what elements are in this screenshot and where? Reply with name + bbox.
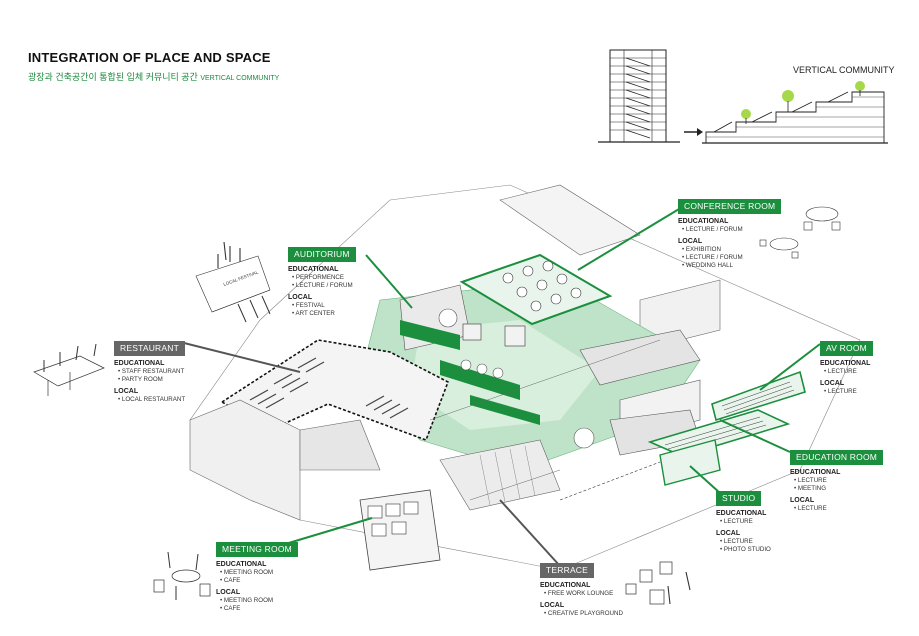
meeting-item: MEETING ROOM xyxy=(216,569,298,577)
callout-meeting-room: MEETING ROOM EDUCATIONAL MEETING ROOM CA… xyxy=(216,539,298,613)
terrace-educational-heading: EDUCATIONAL xyxy=(540,582,591,589)
studio-local-heading: LOCAL xyxy=(716,530,741,537)
meeting-item: CAFE xyxy=(216,577,298,585)
conference-item: LECTURE / FORUM xyxy=(678,226,781,234)
terrace-tag: TERRACE xyxy=(540,563,595,578)
terrace-item: FREE WORK LOUNGE xyxy=(540,590,623,598)
restaurant-educational-heading: EDUCATIONAL xyxy=(114,360,165,367)
callout-auditorium: AUDITORIUM EDUCATIONAL PERFORMENCE LECTU… xyxy=(288,244,356,318)
av-item: LECTURE xyxy=(820,368,873,376)
subtitle-korean: 광장과 건축공간이 통합된 입체 커뮤니티 공간 xyxy=(28,72,198,82)
studio-item: PHOTO STUDIO xyxy=(716,546,771,554)
restaurant-tag: RESTAURANT xyxy=(114,341,185,356)
building-axonometric xyxy=(189,184,861,571)
auditorium-item: ART CENTER xyxy=(288,310,356,318)
terrace-local-heading: LOCAL xyxy=(540,602,565,609)
auditorium-item: PERFORMENCE xyxy=(288,274,356,282)
inset-label: VERTICAL COMMUNITY xyxy=(793,65,895,75)
education-item: MEETING xyxy=(790,485,883,493)
meeting-vignette xyxy=(153,551,211,600)
terrace-item: CREATIVE PLAYGROUND xyxy=(540,610,623,618)
page-subtitle: 광장과 건축공간이 통합된 입체 커뮤니티 공간 VERTICAL COMMUN… xyxy=(28,70,279,83)
auditorium-local-heading: LOCAL xyxy=(288,294,313,301)
education-item: LECTURE xyxy=(790,477,883,485)
auditorium-item: FESTIVAL xyxy=(288,302,356,310)
conference-item: EXHIBITION xyxy=(678,246,781,254)
conference-item: LECTURE / FORUM xyxy=(678,254,781,262)
studio-item: LECTURE xyxy=(716,538,771,546)
auditorium-educational-heading: EDUCATIONAL xyxy=(288,266,339,273)
auditorium-item: LECTURE / FORUM xyxy=(288,282,356,290)
meeting-local-heading: LOCAL xyxy=(216,589,241,596)
auditorium-tag: AUDITORIUM xyxy=(288,247,356,262)
restaurant-item: PARTY ROOM xyxy=(114,376,185,384)
callout-conference-room: CONFERENCE ROOM EDUCATIONAL LECTURE / FO… xyxy=(678,196,782,270)
restaurant-item: LOCAL RESTAURANT xyxy=(114,396,185,404)
callout-terrace: TERRACE EDUCATIONAL FREE WORK LOUNGE LOC… xyxy=(540,560,623,618)
arrow-icon xyxy=(684,128,703,136)
callout-education-room: EDUCATION ROOM EDUCATIONAL LECTURE MEETI… xyxy=(790,447,884,513)
meeting-item: MEETING ROOM xyxy=(216,597,298,605)
av-local-heading: LOCAL xyxy=(820,380,845,387)
terrace-vignette xyxy=(625,561,691,605)
studio-item: LECTURE xyxy=(716,518,771,526)
callout-av-room: AV ROOM EDUCATIONAL LECTURE LOCAL LECTUR… xyxy=(820,338,873,396)
meeting-room-tag: MEETING ROOM xyxy=(216,542,298,557)
tree-icons xyxy=(741,81,865,124)
conference-vignette xyxy=(759,206,841,259)
av-educational-heading: EDUCATIONAL xyxy=(820,360,871,367)
studio-educational-heading: EDUCATIONAL xyxy=(716,510,767,517)
meeting-item: CAFE xyxy=(216,605,298,613)
education-local-heading: LOCAL xyxy=(790,497,815,504)
education-item: LECTURE xyxy=(790,505,883,513)
restaurant-item: STAFF RESTAURANT xyxy=(114,368,185,376)
education-room-tag: EDUCATION ROOM xyxy=(790,450,884,465)
conference-local-heading: LOCAL xyxy=(678,238,703,245)
conference-item: WEDDING HALL xyxy=(678,262,781,270)
restaurant-vignette xyxy=(33,343,105,396)
subtitle-english: VERTICAL COMMUNITY xyxy=(200,75,280,82)
education-educational-heading: EDUCATIONAL xyxy=(790,469,841,476)
conference-room-tag: CONFERENCE ROOM xyxy=(678,199,782,214)
studio-tag: STUDIO xyxy=(716,491,762,506)
restaurant-local-heading: LOCAL xyxy=(114,388,139,395)
conference-educational-heading: EDUCATIONAL xyxy=(678,218,729,225)
page-title: INTEGRATION OF PLACE AND SPACE xyxy=(28,50,271,65)
av-room-tag: AV ROOM xyxy=(820,341,873,356)
leader-lines xyxy=(179,205,821,567)
callout-studio: STUDIO EDUCATIONAL LECTURE LOCAL LECTURE… xyxy=(716,488,771,554)
stepped-building-sketch xyxy=(702,91,888,144)
tower-sketch xyxy=(598,49,680,143)
meeting-educational-heading: EDUCATIONAL xyxy=(216,561,267,568)
callout-restaurant: RESTAURANT EDUCATIONAL STAFF RESTAURANT … xyxy=(114,338,185,404)
av-item: LECTURE xyxy=(820,388,873,396)
festival-vignette xyxy=(195,241,271,323)
